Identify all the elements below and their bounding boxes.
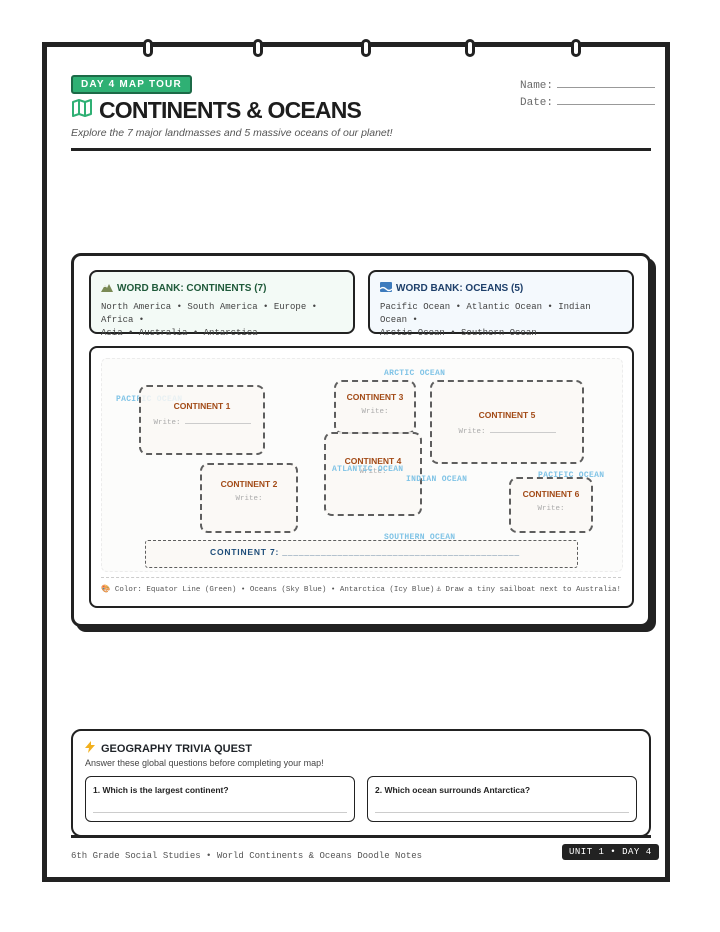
world-map-area: ARCTIC OCEAN PACIFIC OCEAN CONTINENT 1 W… bbox=[89, 346, 634, 608]
map-instructions: 🎨 Color: Equator Line (Green) • Oceans (… bbox=[101, 577, 621, 594]
map-icon bbox=[71, 98, 93, 123]
write-label: Write: bbox=[235, 495, 263, 503]
trivia-section: GEOGRAPHY TRIVIA QUEST Answer these glob… bbox=[71, 729, 651, 837]
oceans-word-bank: WORD BANK: OCEANS (5) Pacific Ocean • At… bbox=[368, 270, 634, 338]
continent-3-write[interactable]: Write: bbox=[336, 408, 414, 416]
color-instruction-text: Color: Equator Line (Green) • Oceans (Sk… bbox=[114, 586, 435, 594]
oceans-bank-list: Pacific Ocean • Atlantic Ocean • Indian … bbox=[380, 301, 622, 340]
date-label: Date: bbox=[520, 97, 554, 109]
oceans-bank-line: Arctic Ocean • Southern Ocean bbox=[380, 328, 537, 338]
date-field[interactable]: Date: bbox=[520, 94, 656, 109]
continents-bank-heading: WORD BANK: CONTINENTS (7) bbox=[117, 283, 267, 294]
write-label: Write: bbox=[361, 408, 389, 416]
continent-6-label: CONTINENT 6 bbox=[522, 489, 580, 499]
continent-4-label: CONTINENT 4 bbox=[344, 456, 402, 466]
continent-5-write[interactable]: Write: bbox=[432, 426, 582, 436]
title-row: CONTINENTS & OCEANS bbox=[71, 97, 362, 124]
lightning-icon bbox=[85, 741, 95, 756]
footer-text: 6th Grade Social Studies • World Contine… bbox=[71, 851, 423, 861]
palette-icon: 🎨 bbox=[101, 586, 115, 594]
name-field[interactable]: Name: bbox=[520, 77, 656, 92]
continent-5-label: CONTINENT 5 bbox=[478, 410, 536, 420]
trivia-heading: GEOGRAPHY TRIVIA QUEST bbox=[101, 742, 252, 755]
color-instruction: 🎨 Color: Equator Line (Green) • Oceans (… bbox=[101, 584, 434, 594]
date-line[interactable] bbox=[557, 94, 656, 105]
binder-ring bbox=[571, 39, 581, 57]
continent-6-box[interactable]: CONTINENT 6 Write: bbox=[509, 477, 593, 533]
continent-2-label: CONTINENT 2 bbox=[220, 479, 278, 489]
map-card: WORD BANK: CONTINENTS (7) North America … bbox=[71, 253, 651, 627]
write-label: Write: bbox=[359, 468, 387, 476]
question-2-box[interactable]: 2. Which ocean surrounds Antarctica? bbox=[367, 776, 637, 822]
answer-2-line[interactable] bbox=[375, 812, 629, 813]
continent-1-box[interactable]: CONTINENT 1 Write: bbox=[139, 385, 265, 455]
oceans-bank-title: WORD BANK: OCEANS (5) bbox=[379, 282, 622, 295]
continents-bank-title: WORD BANK: CONTINENTS (7) bbox=[101, 282, 343, 295]
name-label: Name: bbox=[520, 80, 554, 92]
question-1: 1. Which is the largest continent? bbox=[93, 785, 229, 795]
wave-icon bbox=[379, 282, 393, 295]
trivia-subtitle: Answer these global questions before com… bbox=[85, 758, 324, 768]
continent-3-box[interactable]: CONTINENT 3 Write: bbox=[334, 380, 416, 434]
oceans-bank-line: Pacific Ocean • Atlantic Ocean • Indian … bbox=[380, 302, 591, 325]
page-subtitle: Explore the 7 major landmasses and 5 mas… bbox=[71, 127, 393, 139]
continent-5-box[interactable]: CONTINENT 5 Write: bbox=[430, 380, 584, 464]
unit-badge: UNIT 1 • DAY 4 bbox=[562, 844, 659, 860]
anchor-icon: ⚓ bbox=[436, 586, 446, 594]
map-canvas: ARCTIC OCEAN PACIFIC OCEAN CONTINENT 1 W… bbox=[101, 358, 623, 572]
write-label: Write: bbox=[537, 505, 565, 513]
continent-6-write[interactable]: Write: bbox=[511, 505, 591, 513]
continent-2-box[interactable]: CONTINENT 2 Write: bbox=[200, 463, 298, 533]
mountain-icon bbox=[101, 282, 113, 295]
ocean-label-indian: INDIAN OCEAN bbox=[406, 475, 468, 484]
binder-ring bbox=[143, 39, 153, 57]
question-2: 2. Which ocean surrounds Antarctica? bbox=[375, 785, 531, 795]
ocean-label-arctic: ARCTIC OCEAN bbox=[384, 369, 446, 378]
continents-bank-line: North America • South America • Europe •… bbox=[101, 302, 318, 325]
binder-ring bbox=[253, 39, 263, 57]
footer-divider bbox=[71, 835, 651, 838]
worksheet-page: DAY 4 MAP TOUR Name: Date: CONTINENTS & … bbox=[42, 39, 670, 882]
header-divider bbox=[71, 148, 651, 151]
page-title: CONTINENTS & OCEANS bbox=[99, 97, 362, 123]
answer-1-line[interactable] bbox=[93, 812, 347, 813]
sailboat-instruction: ⚓ Draw a tiny sailboat next to Australia… bbox=[436, 584, 621, 594]
ocean-label-atlantic: ATLANTIC OCEAN bbox=[332, 465, 404, 474]
ocean-label-pacific-east: PACIFIC OCEAN bbox=[538, 471, 605, 480]
continent-1-write[interactable]: Write: bbox=[141, 417, 263, 427]
trivia-title: GEOGRAPHY TRIVIA QUEST bbox=[85, 741, 252, 756]
continents-bank-list: North America • South America • Europe •… bbox=[101, 301, 343, 340]
continent-1-label: CONTINENT 1 bbox=[173, 401, 231, 411]
binder-ring bbox=[465, 39, 475, 57]
name-line[interactable] bbox=[557, 77, 656, 88]
write-line[interactable] bbox=[489, 426, 556, 433]
write-line[interactable] bbox=[184, 417, 251, 424]
continents-bank-line: Asia • Australia • Antarctica bbox=[101, 328, 258, 338]
continent-4-box[interactable]: CONTINENT 4 Write: bbox=[324, 432, 422, 516]
day-badge: DAY 4 MAP TOUR bbox=[71, 75, 192, 94]
continent-3-label: CONTINENT 3 bbox=[346, 392, 404, 402]
oceans-bank-heading: WORD BANK: OCEANS (5) bbox=[396, 283, 524, 294]
question-1-box[interactable]: 1. Which is the largest continent? bbox=[85, 776, 355, 822]
continents-word-bank: WORD BANK: CONTINENTS (7) North America … bbox=[89, 270, 355, 338]
ocean-label-southern: SOUTHERN OCEAN bbox=[384, 533, 456, 542]
continent-7-box[interactable]: CONTINENT 7: ___________________________… bbox=[145, 540, 578, 568]
binder-ring bbox=[361, 39, 371, 57]
sailboat-instruction-text: Draw a tiny sailboat next to Australia! bbox=[445, 586, 621, 594]
write-label: Write: bbox=[153, 419, 181, 427]
write-label: Write: bbox=[458, 428, 486, 436]
continent-7-label: CONTINENT 7: ___________________________… bbox=[210, 547, 520, 557]
continent-4-write[interactable]: Write: bbox=[326, 468, 420, 476]
continent-2-write[interactable]: Write: bbox=[202, 495, 296, 503]
